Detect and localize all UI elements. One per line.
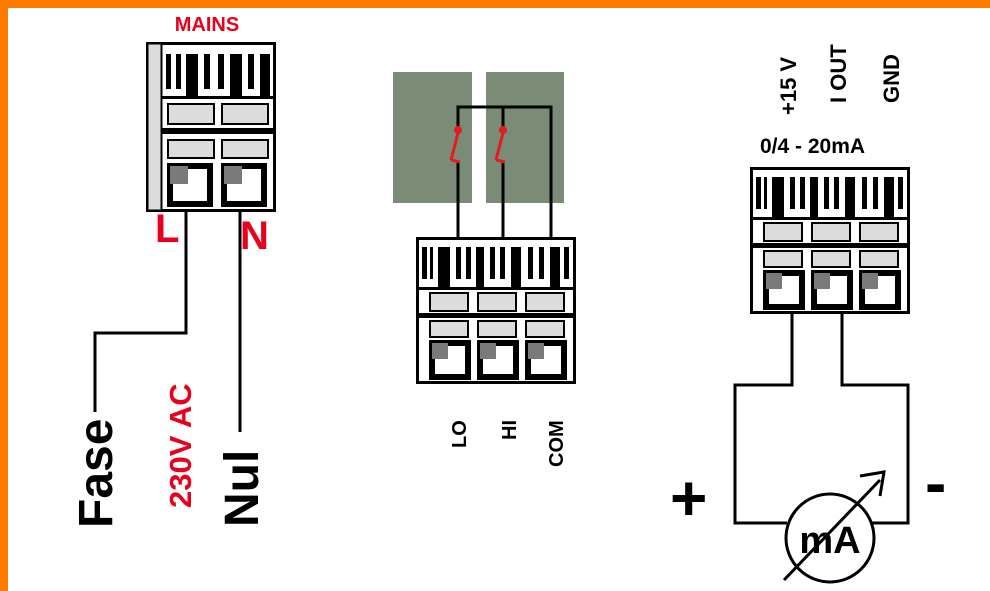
meter-label: mA [799,520,860,562]
current-loop-wiring [733,313,910,525]
switch-hi [494,126,507,164]
pin-iout-label: I OUT [826,44,851,103]
voltage-label: 230V AC [163,383,198,508]
frame-left-border [0,0,8,591]
nul-label: Nul [216,450,269,527]
mains-terminal-block [148,44,276,211]
mains-title: MAINS [175,14,239,36]
range-label: 0/4 - 20mA [760,135,865,158]
l-wire [93,212,188,412]
pin-gnd-label: GND [879,54,904,103]
minus-sign: - [925,447,946,519]
frame-top-border [0,0,990,8]
fase-label: Fase [70,419,123,528]
relay-terminal-block [418,239,575,383]
plus-sign: + [670,462,707,534]
switch-lo [449,126,462,164]
relay-contact-1 [393,72,472,203]
analog-terminal-block [752,169,909,313]
relay-com-label: COM [546,420,568,467]
relay-hi-label: HI [499,420,521,440]
relay-lo-label: LO [449,420,471,448]
terminal-n-label: N [240,214,269,258]
milliamp-meter: mA [782,470,886,584]
pin-15v-label: +15 V [776,57,801,115]
relay-wiring [456,105,553,240]
terminal-l-label: L [155,207,179,251]
